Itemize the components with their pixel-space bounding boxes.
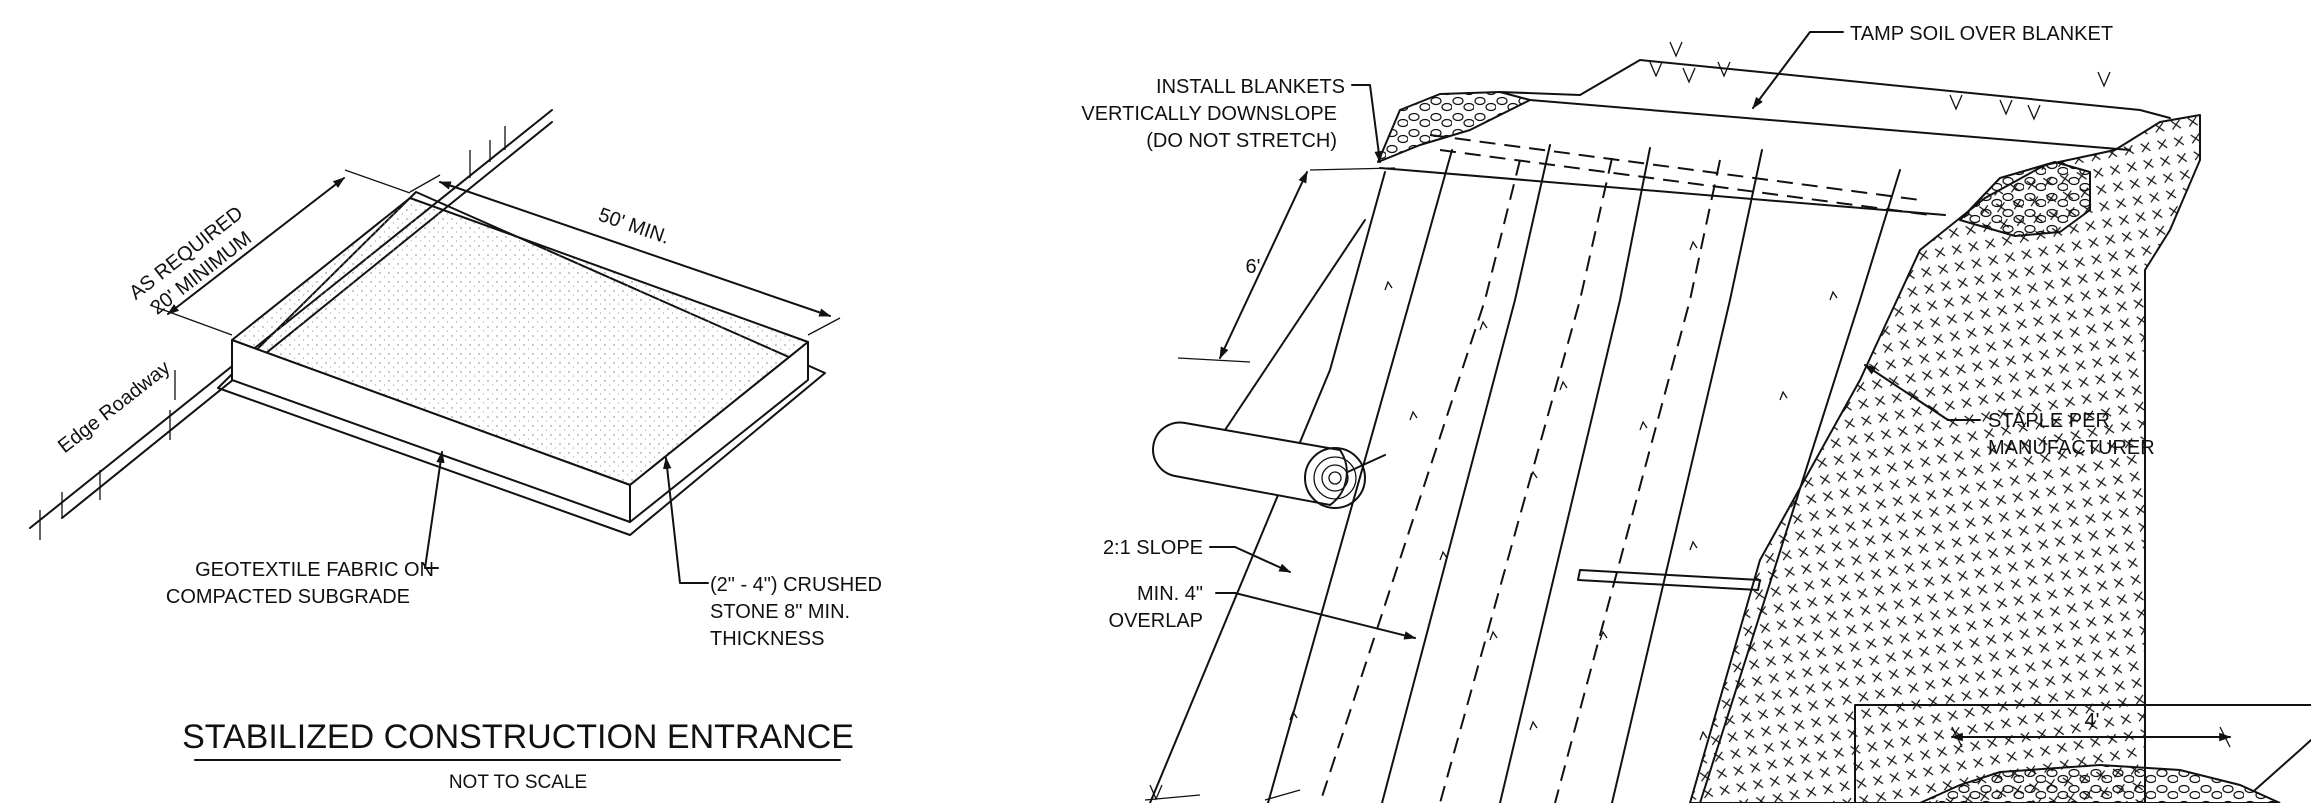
detail-title: STABILIZED CONSTRUCTION ENTRANCE	[182, 718, 854, 756]
staple-note-line-2: MANUFACTURER	[1988, 437, 2155, 459]
fabric-note-line-1: GEOTEXTILE FABRIC ON	[195, 559, 434, 581]
six-foot-label: 6'	[1246, 256, 1261, 278]
stone-note-line-1: (2" - 4") CRUSHED	[710, 574, 882, 596]
stone-note-line-3: THICKNESS	[710, 628, 824, 650]
blanket-detail: INSTALL BLANKETS VERTICALLY DOWNSLOPE (D…	[1081, 23, 2311, 803]
inset-dim-label: 4'	[2085, 710, 2100, 732]
six-foot-dimension: 6'	[1177, 167, 1396, 363]
tamp-note: TAMP SOIL OVER BLANKET	[1752, 23, 2113, 109]
inset-detail: 4'	[1854, 704, 2311, 803]
install-note-line-1: INSTALL BLANKETS	[1156, 76, 1345, 98]
fabric-note-line-2: COMPACTED SUBGRADE	[166, 586, 410, 608]
slope-note: 2:1 SLOPE	[1103, 537, 1292, 573]
staple-note: STAPLE PER MANUFACTURER	[1863, 364, 2155, 459]
install-note: INSTALL BLANKETS VERTICALLY DOWNSLOPE (D…	[1081, 76, 1383, 164]
blanket-strips	[1149, 130, 1946, 803]
anchor-trench	[1377, 59, 2171, 237]
overlap-note-line-2: OVERLAP	[1109, 610, 1203, 632]
crushed-stone-pad	[231, 197, 809, 523]
tamp-note-label: TAMP SOIL OVER BLANKET	[1850, 23, 2113, 45]
slope-note-label: 2:1 SLOPE	[1103, 537, 1203, 559]
install-note-line-2: VERTICALLY DOWNSLOPE	[1081, 103, 1337, 125]
fabric-note: GEOTEXTILE FABRIC ON COMPACTED SUBGRADE	[166, 450, 445, 608]
install-note-line-3: (DO NOT STRETCH)	[1146, 130, 1337, 152]
overlap-note: MIN. 4" OVERLAP	[1109, 583, 1417, 640]
length-dim-label: 50' MIN.	[595, 204, 672, 249]
bottom-edge-fragments	[1144, 789, 1301, 801]
overlap-note-line-1: MIN. 4"	[1137, 583, 1203, 605]
detail-subtitle: NOT TO SCALE	[449, 772, 587, 793]
stone-note: (2" - 4") CRUSHED STONE 8" MIN. THICKNES…	[663, 456, 882, 650]
staple-note-line-1: STAPLE PER	[1988, 410, 2110, 432]
entrance-detail: AS REQUIRED 20' MINIMUM 50' MIN. Edge Ro…	[29, 109, 882, 793]
stone-note-line-2: STONE 8" MIN.	[710, 601, 850, 623]
